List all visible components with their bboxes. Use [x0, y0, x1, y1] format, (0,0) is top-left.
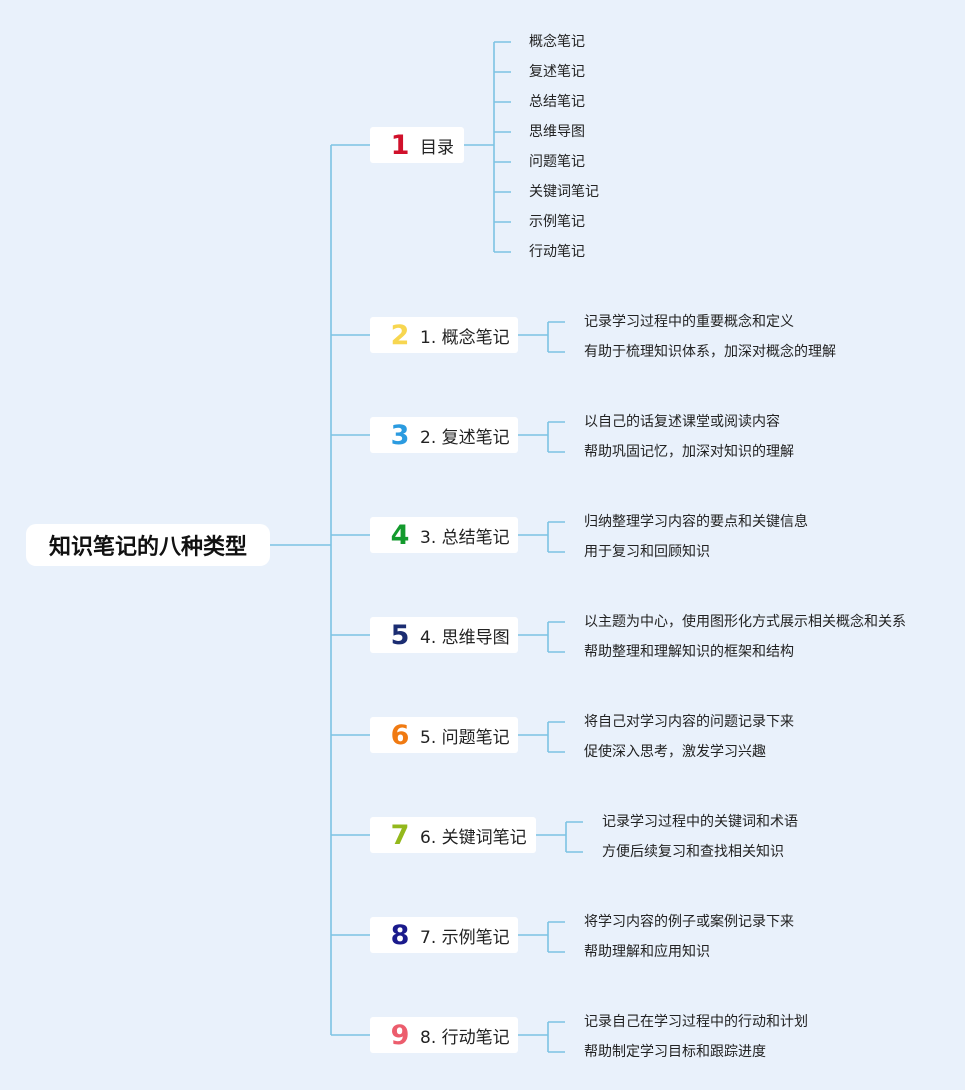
leaf-item: 示例笔记 — [529, 214, 585, 230]
leaf-item: 归纳整理学习内容的要点和关键信息 — [584, 514, 808, 530]
branch-node: 2 1. 概念笔记 — [370, 317, 518, 353]
leaf-item: 以自己的话复述课堂或阅读内容 — [584, 414, 780, 430]
branch-label: 7. 示例笔记 — [420, 927, 510, 948]
branch-node: 5 4. 思维导图 — [370, 617, 518, 653]
leaf-item: 记录自己在学习过程中的行动和计划 — [584, 1014, 808, 1030]
number-badge: 1 — [390, 129, 410, 161]
branch-node: 7 6. 关键词笔记 — [370, 817, 536, 853]
leaf-item: 帮助理解和应用知识 — [584, 944, 710, 960]
branch-label: 8. 行动笔记 — [420, 1027, 510, 1048]
branch-label: 2. 复述笔记 — [420, 427, 510, 448]
leaf-item: 总结笔记 — [529, 94, 585, 110]
leaf-item: 促使深入思考，激发学习兴趣 — [584, 744, 766, 760]
leaf-item: 帮助巩固记忆，加深对知识的理解 — [584, 444, 794, 460]
leaf-item: 用于复习和回顾知识 — [584, 544, 710, 560]
branch-label: 4. 思维导图 — [420, 627, 510, 648]
branch-label: 1. 概念笔记 — [420, 327, 510, 348]
leaf-item: 将学习内容的例子或案例记录下来 — [584, 914, 794, 930]
leaf-item: 行动笔记 — [529, 244, 585, 260]
leaf-item: 思维导图 — [529, 124, 585, 140]
leaf-item: 以主题为中心，使用图形化方式展示相关概念和关系 — [584, 614, 906, 630]
number-badge: 5 — [390, 619, 410, 651]
leaf-item: 有助于梳理知识体系，加深对概念的理解 — [584, 344, 836, 360]
root-title: 知识笔记的八种类型 — [48, 535, 247, 560]
branch-label: 目录 — [420, 137, 454, 158]
leaf-item: 问题笔记 — [529, 154, 585, 170]
leaf-item: 复述笔记 — [529, 64, 585, 80]
branch-node: 8 7. 示例笔记 — [370, 917, 518, 953]
branch-label: 5. 问题笔记 — [420, 727, 510, 748]
branch-label: 6. 关键词笔记 — [420, 827, 527, 848]
root-node: 知识笔记的八种类型 — [26, 524, 270, 566]
branch-node: 4 3. 总结笔记 — [370, 517, 518, 553]
leaf-item: 帮助整理和理解知识的框架和结构 — [584, 644, 794, 660]
leaf-item: 将自己对学习内容的问题记录下来 — [584, 714, 794, 730]
number-badge: 3 — [390, 419, 410, 451]
leaf-item: 关键词笔记 — [529, 184, 599, 200]
leaf-item: 概念笔记 — [529, 34, 585, 50]
branch-node: 9 8. 行动笔记 — [370, 1017, 518, 1053]
branch-node: 1 目录 — [370, 127, 464, 163]
leaf-item: 帮助制定学习目标和跟踪进度 — [584, 1044, 766, 1060]
number-badge: 2 — [390, 319, 410, 351]
branch-node: 3 2. 复述笔记 — [370, 417, 518, 453]
number-badge: 7 — [390, 819, 410, 851]
leaf-item: 记录学习过程中的关键词和术语 — [602, 814, 798, 830]
number-badge: 9 — [390, 1019, 410, 1051]
number-badge: 4 — [390, 519, 410, 551]
number-badge: 8 — [390, 919, 410, 951]
leaf-item: 记录学习过程中的重要概念和定义 — [584, 314, 794, 330]
branch-label: 3. 总结笔记 — [420, 527, 510, 548]
number-badge: 6 — [390, 719, 410, 751]
branch-node: 6 5. 问题笔记 — [370, 717, 518, 753]
leaf-item: 方便后续复习和查找相关知识 — [602, 844, 784, 860]
